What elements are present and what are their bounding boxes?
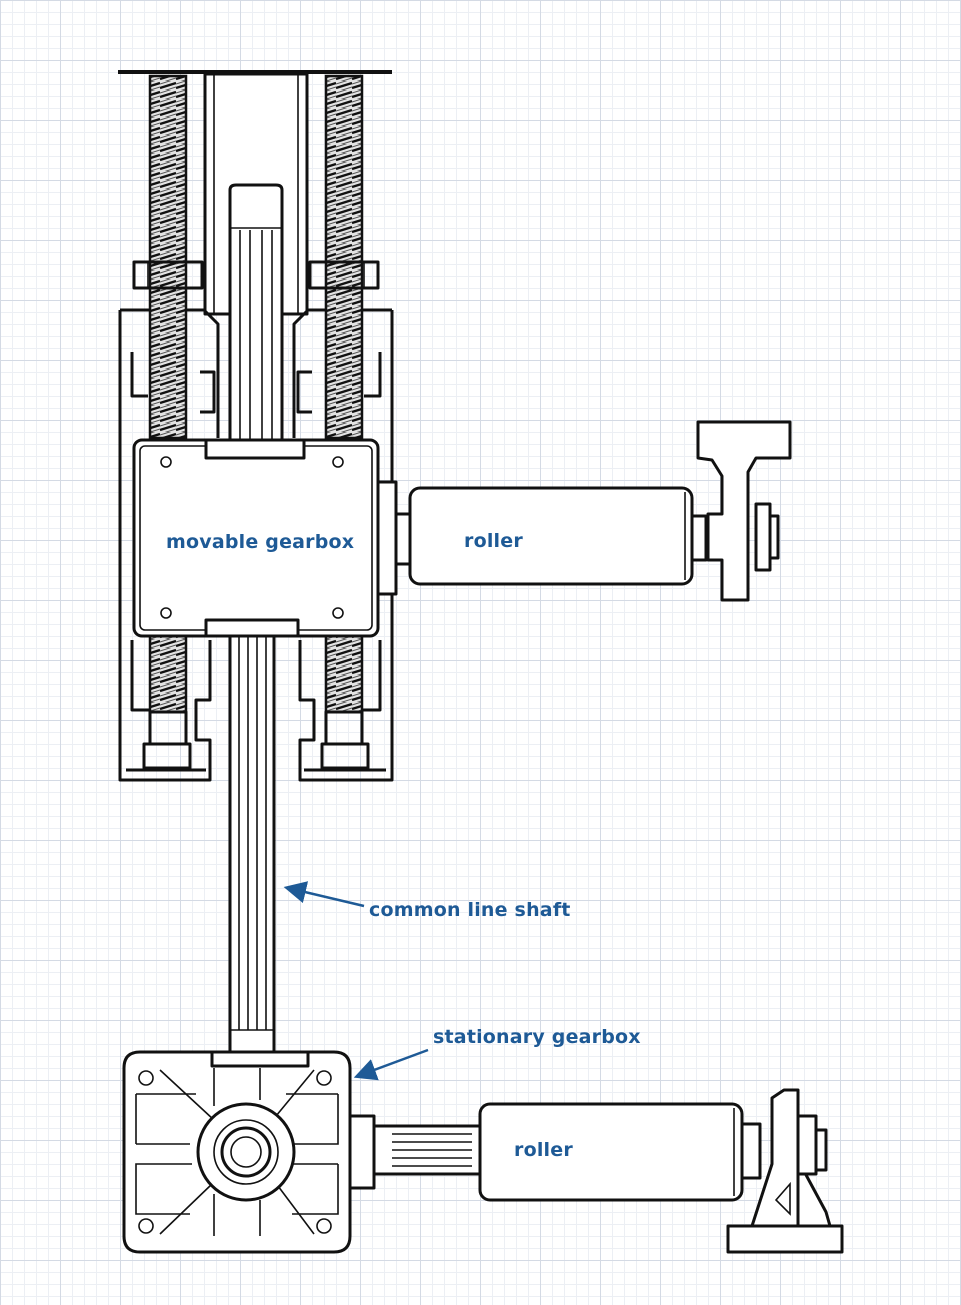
stationary-gearbox-body <box>122 1050 376 1254</box>
lower-roller-bracket <box>726 1088 844 1254</box>
upper-roller-bracket <box>696 420 792 602</box>
shaft-pointer-arrow <box>283 881 365 908</box>
upper-spline-shaft <box>228 183 284 442</box>
lower-spline-shaft <box>372 1124 484 1176</box>
common-line-shaft-label: common line shaft <box>369 899 571 921</box>
lower-roller <box>478 1102 762 1202</box>
upper-roller <box>408 486 708 586</box>
left-guide-housing <box>118 260 220 782</box>
gearbox-pointer-arrow <box>353 1048 429 1081</box>
movable-gearbox-body <box>132 438 412 638</box>
lower-roller-label: roller <box>514 1139 573 1161</box>
upper-roller-label: roller <box>464 530 523 552</box>
stationary-gearbox-label: stationary gearbox <box>433 1026 641 1048</box>
common-line-shaft <box>228 634 276 1058</box>
right-guide-housing <box>292 260 394 782</box>
left-lead-screw <box>148 74 188 714</box>
movable-gearbox-label: movable gearbox <box>166 531 355 553</box>
